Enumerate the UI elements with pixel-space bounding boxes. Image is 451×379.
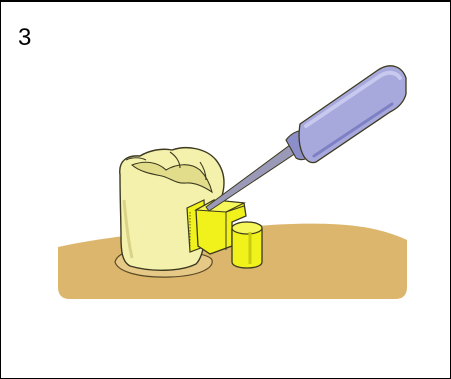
dental-instrument-icon <box>206 66 406 211</box>
